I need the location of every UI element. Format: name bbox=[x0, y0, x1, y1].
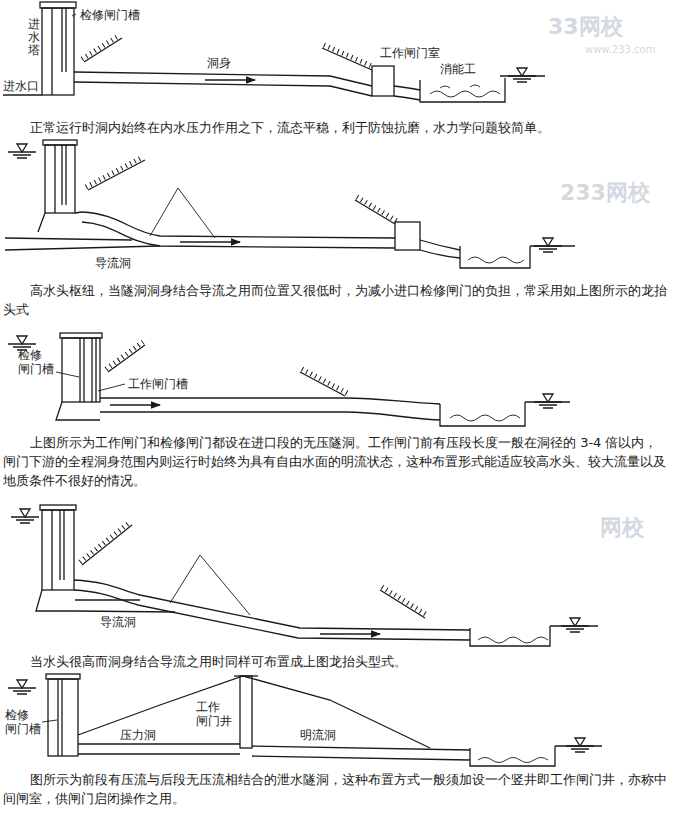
part-label: 消能工 bbox=[440, 62, 476, 76]
part-label: 检修 闸门槽 bbox=[5, 708, 41, 736]
part-label: 工作 闸门井 bbox=[196, 700, 232, 728]
note-paragraph: 高水头枢纽，当隧洞洞身结合导流之用而位置又很低时，为减小进口检修闸门的负担，常采… bbox=[3, 281, 668, 319]
free-flow-tunnel-figure bbox=[8, 333, 570, 426]
note-paragraph: 当水头很高而洞身结合导流之用时同样可布置成上图龙抬头型式。 bbox=[3, 652, 668, 671]
note-paragraph: 图所示为前段有压流与后段无压流相结合的泄水隧洞，这种布置方式一般须加设一个竖井即… bbox=[3, 770, 668, 808]
part-label: 检修闸门槽 bbox=[80, 8, 140, 22]
part-label: 导流洞 bbox=[100, 615, 136, 629]
tower-label: 进水塔 bbox=[28, 18, 40, 58]
dragon-head-figure bbox=[11, 505, 598, 646]
part-label: 导流洞 bbox=[95, 256, 131, 270]
pressure-tunnel-figure bbox=[3, 2, 545, 102]
combined-flow-tunnel-figure bbox=[8, 674, 602, 766]
part-label: 压力洞 bbox=[120, 728, 156, 742]
watermark: 233网校 bbox=[560, 180, 650, 206]
part-label: 检修 闸门槽 bbox=[18, 348, 54, 376]
part-label: 洞身 bbox=[207, 56, 231, 70]
part-label: 工作闸门室 bbox=[380, 46, 440, 60]
part-label: 工作闸门槽 bbox=[128, 377, 188, 391]
note-paragraph: 正常运行时洞内始终在内水压力作用之下，流态平稳，利于防蚀抗磨，水力学问题较简单。 bbox=[3, 118, 668, 137]
dragon-head-figure bbox=[5, 140, 575, 268]
part-label: 明流洞 bbox=[300, 728, 336, 742]
part-label: 进水口 bbox=[3, 79, 39, 93]
note-paragraph: 上图所示为工作闸门和检修闸门都设在进口段的无压隧洞。工作闸门前有压段长度一般在洞… bbox=[3, 433, 668, 490]
watermark: 33网校 bbox=[548, 14, 623, 40]
watermark: www.233.com bbox=[585, 44, 655, 56]
watermark: 网校 bbox=[600, 515, 644, 541]
